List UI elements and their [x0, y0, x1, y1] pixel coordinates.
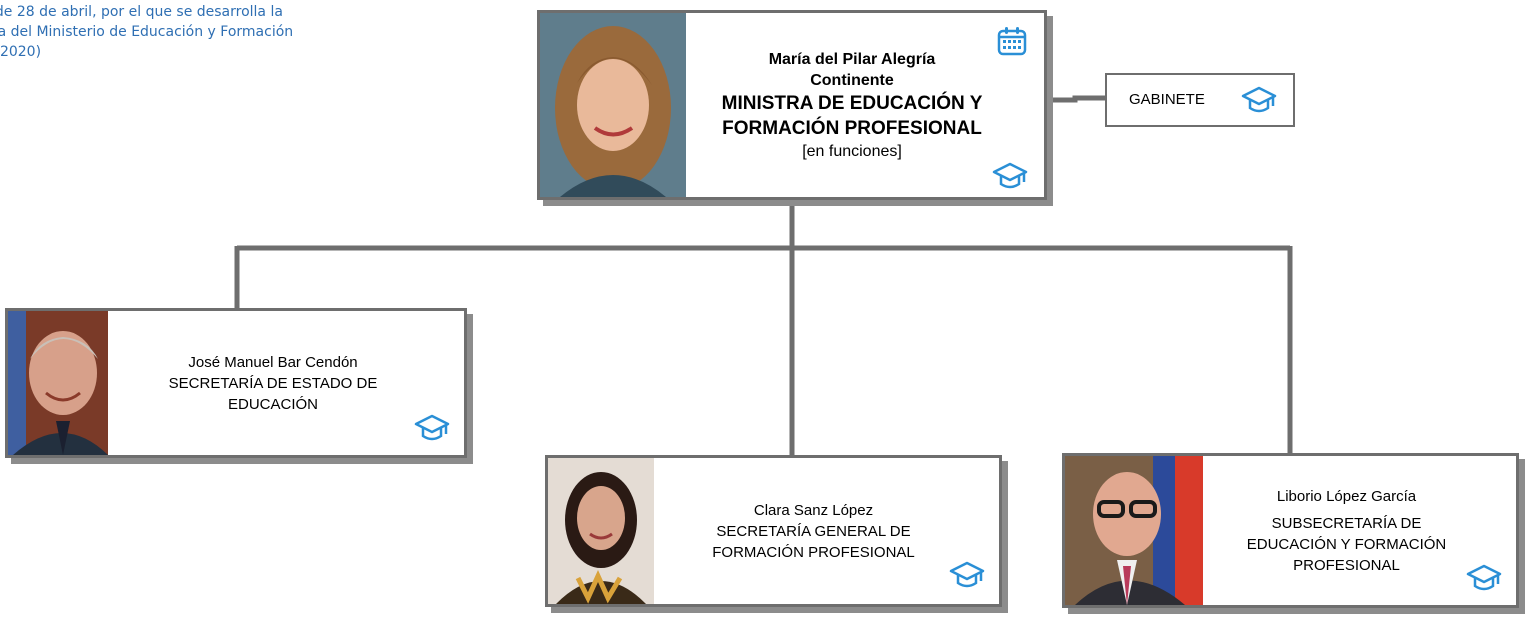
unit-holder-name: Liborio López García [1276, 487, 1417, 505]
unit-title: SECRETARÍA DE ESTADO DE EDUCACIÓN [168, 374, 378, 413]
unit-card-subsecretaria[interactable]: Liborio López García SUBSECRETARÍA DE ED… [1062, 453, 1519, 608]
unit-photo [1065, 456, 1203, 605]
unit-text: Liborio López García SUBSECRETARÍA DE ED… [1207, 456, 1486, 605]
graduation-cap-icon[interactable] [1241, 85, 1277, 115]
minister-name: María del Pilar Alegría Continente [768, 50, 936, 89]
unit-photo [8, 311, 108, 455]
unit-text: José Manuel Bar Cendón SECRETARÍA DE EST… [112, 311, 434, 455]
unit-text: Clara Sanz López SECRETARÍA GENERAL DE F… [658, 458, 969, 604]
gabinete-label: GABINETE [1129, 91, 1205, 108]
decree-reference-note: , de 28 de abril, por el que se desarrol… [0, 4, 294, 60]
calendar-icon[interactable] [996, 25, 1028, 57]
minister-title: MINISTRA DE EDUCACIÓN Y FORMACIÓN PROFES… [721, 92, 983, 139]
unit-holder-name: Clara Sanz López [753, 501, 874, 519]
unit-photo [548, 458, 654, 604]
graduation-cap-icon[interactable] [1466, 563, 1502, 593]
unit-title: SUBSECRETARÍA DE EDUCACIÓN Y FORMACIÓN P… [1246, 514, 1447, 574]
unit-card-secretaria-general-fp[interactable]: Clara Sanz López SECRETARÍA GENERAL DE F… [545, 455, 1002, 607]
minister-photo [540, 13, 686, 197]
minister-status: [en funciones] [802, 142, 902, 160]
gabinete-box[interactable]: GABINETE [1105, 73, 1295, 127]
graduation-cap-icon[interactable] [949, 560, 985, 590]
minister-card[interactable]: María del Pilar Alegría Continente MINIS… [537, 10, 1047, 200]
unit-title: SECRETARÍA GENERAL DE FORMACIÓN PROFESIO… [712, 522, 915, 561]
graduation-cap-icon[interactable] [992, 161, 1028, 191]
unit-card-secretaria-estado[interactable]: José Manuel Bar Cendón SECRETARÍA DE EST… [5, 308, 467, 458]
graduation-cap-icon[interactable] [414, 413, 450, 443]
minister-text: María del Pilar Alegría Continente MINIS… [690, 13, 1014, 197]
unit-holder-name: José Manuel Bar Cendón [188, 353, 358, 371]
